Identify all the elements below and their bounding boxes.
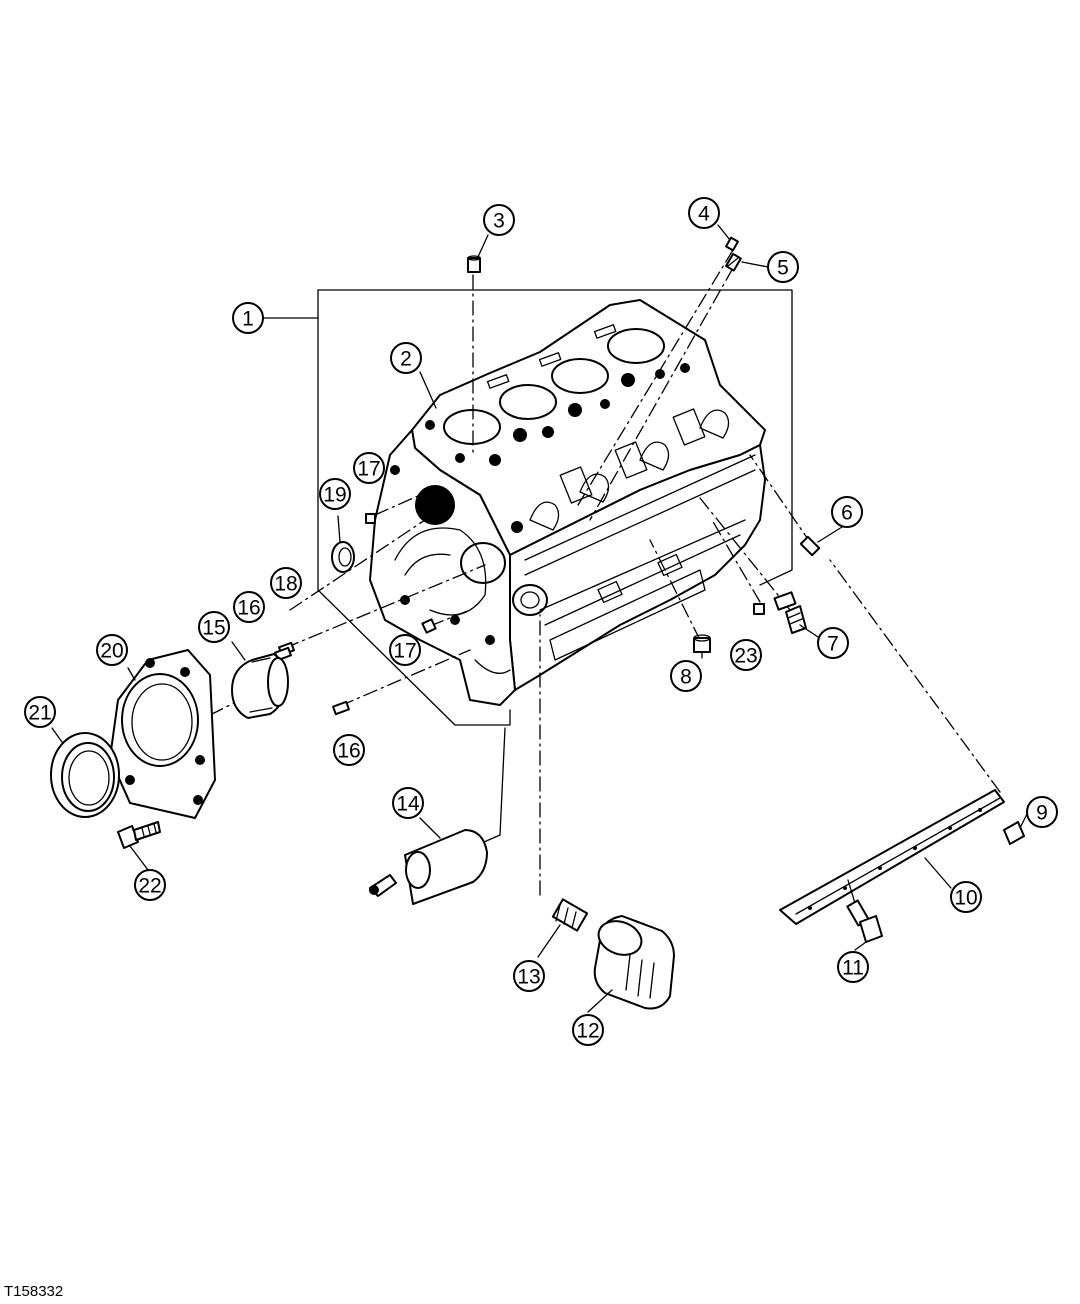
cylinder-block bbox=[369, 299, 766, 706]
part-screw-11 bbox=[846, 879, 883, 943]
callout-14: 14 bbox=[392, 787, 424, 819]
part-plug-17-lower bbox=[421, 618, 437, 634]
part-oil-filter-12 bbox=[593, 915, 675, 1010]
svg-text:23: 23 bbox=[734, 645, 757, 668]
assembly-leader-lines bbox=[209, 249, 1001, 896]
part-pin-4 bbox=[725, 236, 739, 252]
part-seal-19 bbox=[331, 541, 355, 573]
part-plug-8 bbox=[693, 634, 711, 653]
part-housing-20 bbox=[109, 649, 216, 819]
callout-17-lower: 17 bbox=[389, 634, 421, 666]
part-bolt-7 bbox=[773, 591, 807, 634]
callout-10: 10 bbox=[950, 881, 982, 913]
callout-13: 13 bbox=[513, 960, 545, 992]
part-adapter-13 bbox=[551, 898, 589, 932]
svg-text:4: 4 bbox=[698, 203, 710, 226]
callout-23: 23 bbox=[730, 639, 762, 671]
callout-9: 9 bbox=[1026, 796, 1058, 828]
svg-text:7: 7 bbox=[827, 633, 839, 656]
callout-leaders bbox=[51, 224, 1029, 1013]
callout-19: 19 bbox=[319, 478, 351, 510]
callout-11: 11 bbox=[837, 951, 869, 983]
svg-text:21: 21 bbox=[28, 702, 51, 725]
svg-text:17: 17 bbox=[393, 640, 416, 663]
svg-text:2: 2 bbox=[400, 348, 412, 371]
callout-5: 5 bbox=[767, 251, 799, 283]
callout-12: 12 bbox=[572, 1014, 604, 1046]
part-seal-21 bbox=[50, 732, 120, 818]
svg-text:16: 16 bbox=[237, 597, 260, 620]
svg-text:18: 18 bbox=[274, 573, 297, 596]
callout-2: 2 bbox=[390, 342, 422, 374]
svg-text:14: 14 bbox=[396, 793, 420, 816]
svg-text:8: 8 bbox=[680, 666, 692, 689]
callout-8: 8 bbox=[670, 660, 702, 692]
callout-4: 4 bbox=[688, 197, 720, 229]
svg-text:20: 20 bbox=[100, 640, 123, 663]
svg-text:16: 16 bbox=[337, 740, 360, 763]
part-cylinder-14 bbox=[369, 727, 506, 905]
svg-text:12: 12 bbox=[576, 1020, 599, 1043]
part-plug-3 bbox=[467, 255, 481, 273]
part-plug-23 bbox=[753, 603, 765, 615]
svg-text:19: 19 bbox=[323, 484, 346, 507]
figure-reference-id: T158332 bbox=[4, 1283, 64, 1300]
callout-21: 21 bbox=[24, 696, 56, 728]
callout-6: 6 bbox=[831, 496, 863, 528]
part-plug-15 bbox=[231, 653, 289, 719]
callout-7: 7 bbox=[817, 627, 849, 659]
svg-text:15: 15 bbox=[202, 617, 225, 640]
svg-text:6: 6 bbox=[841, 502, 853, 525]
part-screw-22 bbox=[117, 821, 161, 849]
callout-1: 1 bbox=[232, 302, 264, 334]
svg-text:11: 11 bbox=[842, 957, 864, 980]
callout-20: 20 bbox=[96, 634, 128, 666]
part-pin-5 bbox=[725, 252, 742, 272]
svg-text:22: 22 bbox=[138, 875, 161, 898]
part-pin-6 bbox=[799, 535, 821, 557]
svg-text:9: 9 bbox=[1036, 802, 1048, 825]
svg-text:10: 10 bbox=[954, 887, 977, 910]
callout-15: 15 bbox=[198, 611, 230, 643]
callout-16-lower: 16 bbox=[333, 734, 365, 766]
callout-17-upper: 17 bbox=[353, 452, 385, 484]
svg-text:17: 17 bbox=[357, 458, 380, 481]
callout-3: 3 bbox=[483, 204, 515, 236]
callout-22: 22 bbox=[134, 869, 166, 901]
svg-text:3: 3 bbox=[493, 210, 505, 233]
svg-text:5: 5 bbox=[777, 257, 789, 280]
part-plate-10 bbox=[779, 789, 1005, 925]
callout-18: 18 bbox=[270, 567, 302, 599]
part-pin-16-lower bbox=[332, 700, 350, 716]
callout-16-upper: 16 bbox=[233, 591, 265, 623]
svg-text:1: 1 bbox=[242, 308, 254, 331]
assembly-bracket-frame bbox=[261, 289, 793, 726]
part-plug-17-upper bbox=[365, 513, 376, 524]
part-plug-9 bbox=[1003, 821, 1025, 845]
svg-text:13: 13 bbox=[517, 966, 540, 989]
